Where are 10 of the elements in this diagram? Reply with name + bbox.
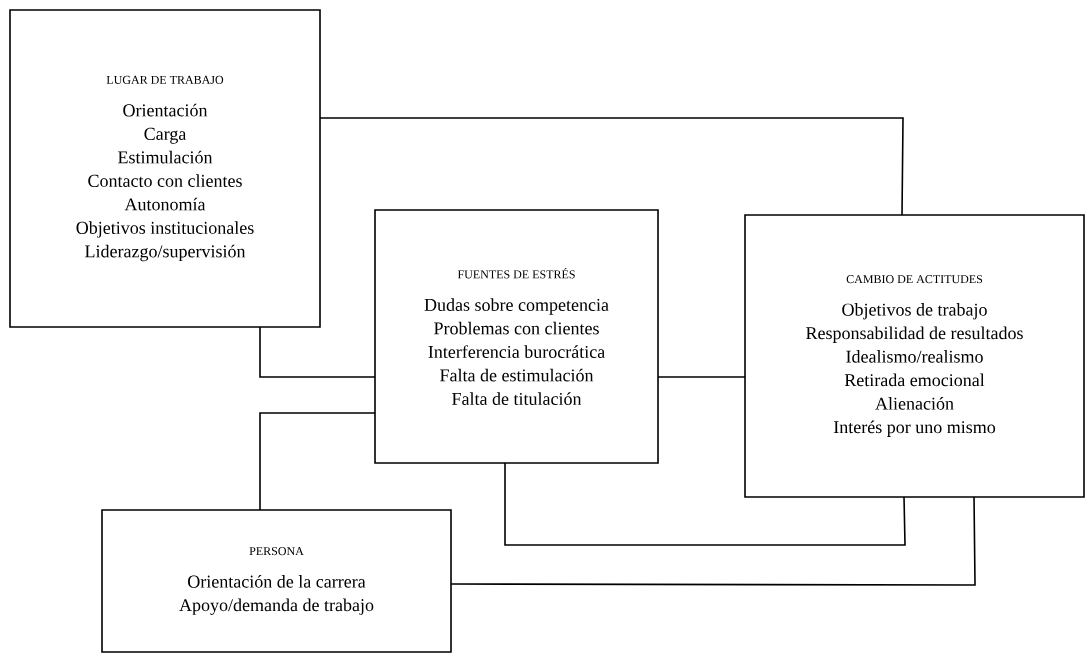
text-box: CAMBIO DE ACTITUDES Objetivos de trabajo Responsabilidad de resultados Idealismo/realismo Retirada emocional Alienación Interés por uno mismo: [744, 214, 1085, 498]
connector-line: [259, 412, 376, 511]
connector-line: [319, 117, 904, 216]
connector-line: [259, 326, 376, 378]
text-box: PERSONA Orientación de la carrera Apoyo/demanda de trabajo: [101, 509, 452, 653]
connector-line: [657, 376, 746, 378]
connector-line: [450, 496, 976, 586]
connector-line: [504, 462, 906, 546]
text-box: LUGAR DE TRABAJO Orientación Carga Estimulación Contacto con clientes Autonomía Objetivos institucionales Liderazgo/supervisión: [9, 9, 321, 328]
text-box: FUENTES DE ESTRÉS Dudas sobre competencia Problemas con clientes Interferencia burocrática Falta de estimulación Falta de titulación: [374, 209, 659, 464]
